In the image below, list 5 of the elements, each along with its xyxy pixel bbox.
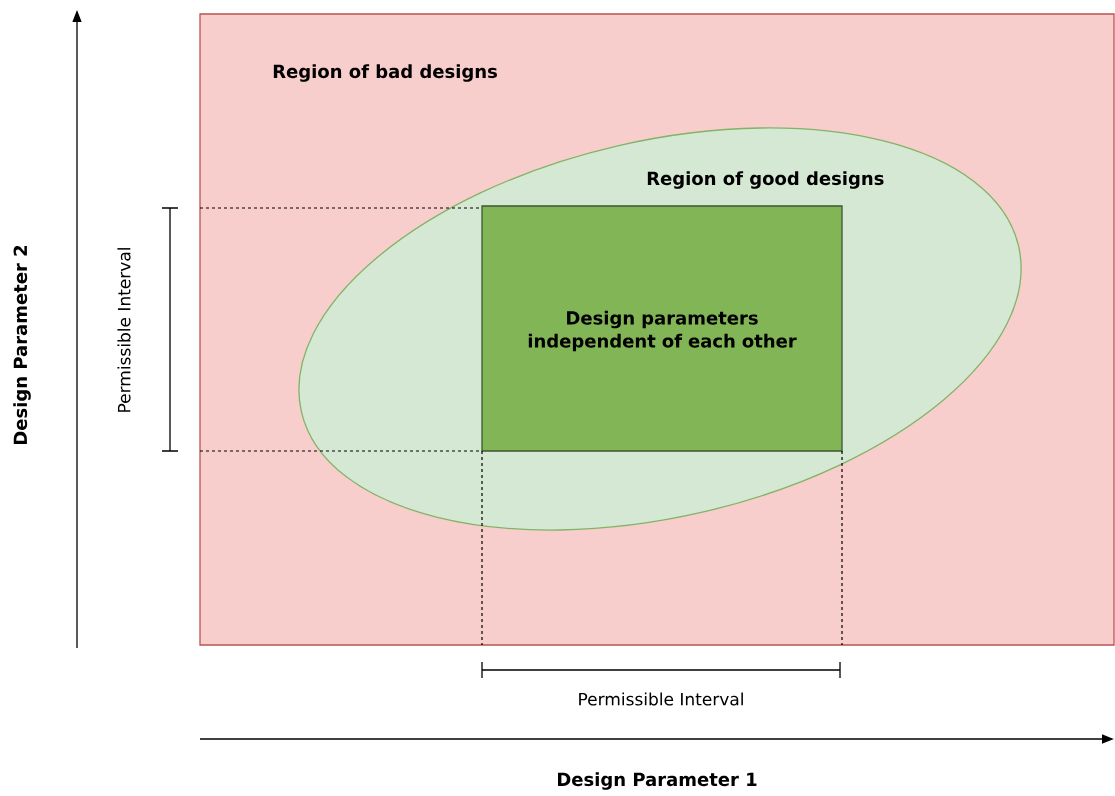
region-box: Design parameters independent of each other xyxy=(481,205,843,452)
dimension-label: Permissible Interval xyxy=(579,692,743,706)
axis-label: Design Parameter 2 xyxy=(13,245,31,444)
dimension-label: Permissible Interval xyxy=(117,248,131,412)
axis-label: Design Parameter 1 xyxy=(558,772,757,790)
